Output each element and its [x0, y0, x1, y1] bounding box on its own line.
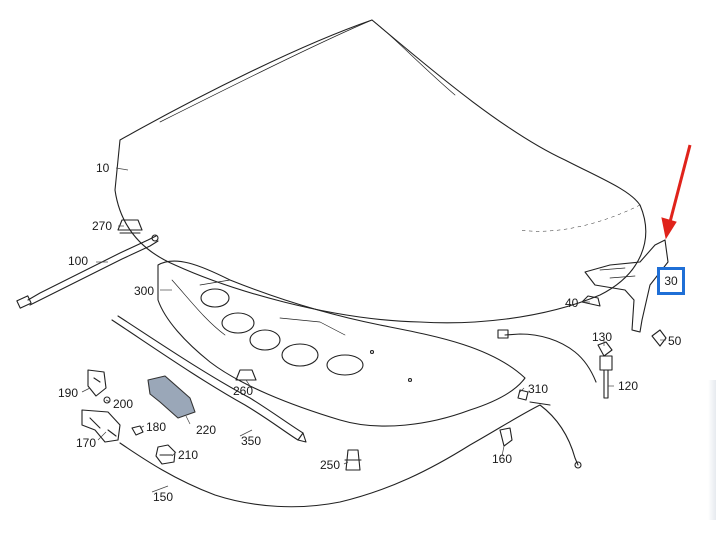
lock-190	[87, 369, 107, 397]
label-30: 30	[664, 274, 678, 288]
release-cable	[119, 404, 579, 508]
label-210: 210	[178, 448, 199, 462]
label-250: 250	[320, 458, 341, 472]
label-160: 160	[492, 452, 513, 466]
label-300: 300	[134, 284, 155, 298]
hood-panel	[114, 19, 647, 324]
label-200: 200	[113, 397, 134, 411]
cap-260	[235, 369, 257, 381]
rubber-buffer-270	[117, 219, 143, 234]
label-130: 130	[592, 330, 613, 344]
label-170: 170	[76, 436, 97, 450]
label-190: 190	[58, 386, 79, 400]
lock-170	[81, 409, 121, 443]
hood-seal	[111, 315, 304, 441]
bumper-40	[581, 295, 601, 307]
label-180: 180	[146, 420, 167, 434]
label-10: 10	[96, 161, 110, 175]
label-260: 260	[233, 384, 254, 398]
bumper-50	[651, 329, 667, 347]
label-310: 310	[528, 382, 549, 396]
hood-hinge	[584, 239, 669, 333]
connector-250	[344, 449, 362, 471]
highlighted-part-label-30[interactable]: 30	[657, 267, 685, 295]
insulation-pad	[157, 260, 526, 427]
clip-130	[597, 341, 613, 357]
label-220: 220	[196, 423, 217, 437]
label-40: 40	[565, 296, 579, 310]
label-100: 100	[68, 254, 89, 268]
lock-bracket	[147, 375, 196, 419]
label-350: 350	[241, 434, 262, 448]
label-120: 120	[618, 379, 639, 393]
gas-strut	[27, 235, 159, 306]
pointer-arrow	[661, 144, 692, 240]
label-270: 270	[92, 219, 113, 233]
washer-hose	[504, 333, 597, 383]
label-150: 150	[153, 490, 174, 504]
scroll-edge	[708, 380, 716, 520]
strut-120	[599, 355, 613, 399]
label-50: 50	[668, 334, 682, 348]
